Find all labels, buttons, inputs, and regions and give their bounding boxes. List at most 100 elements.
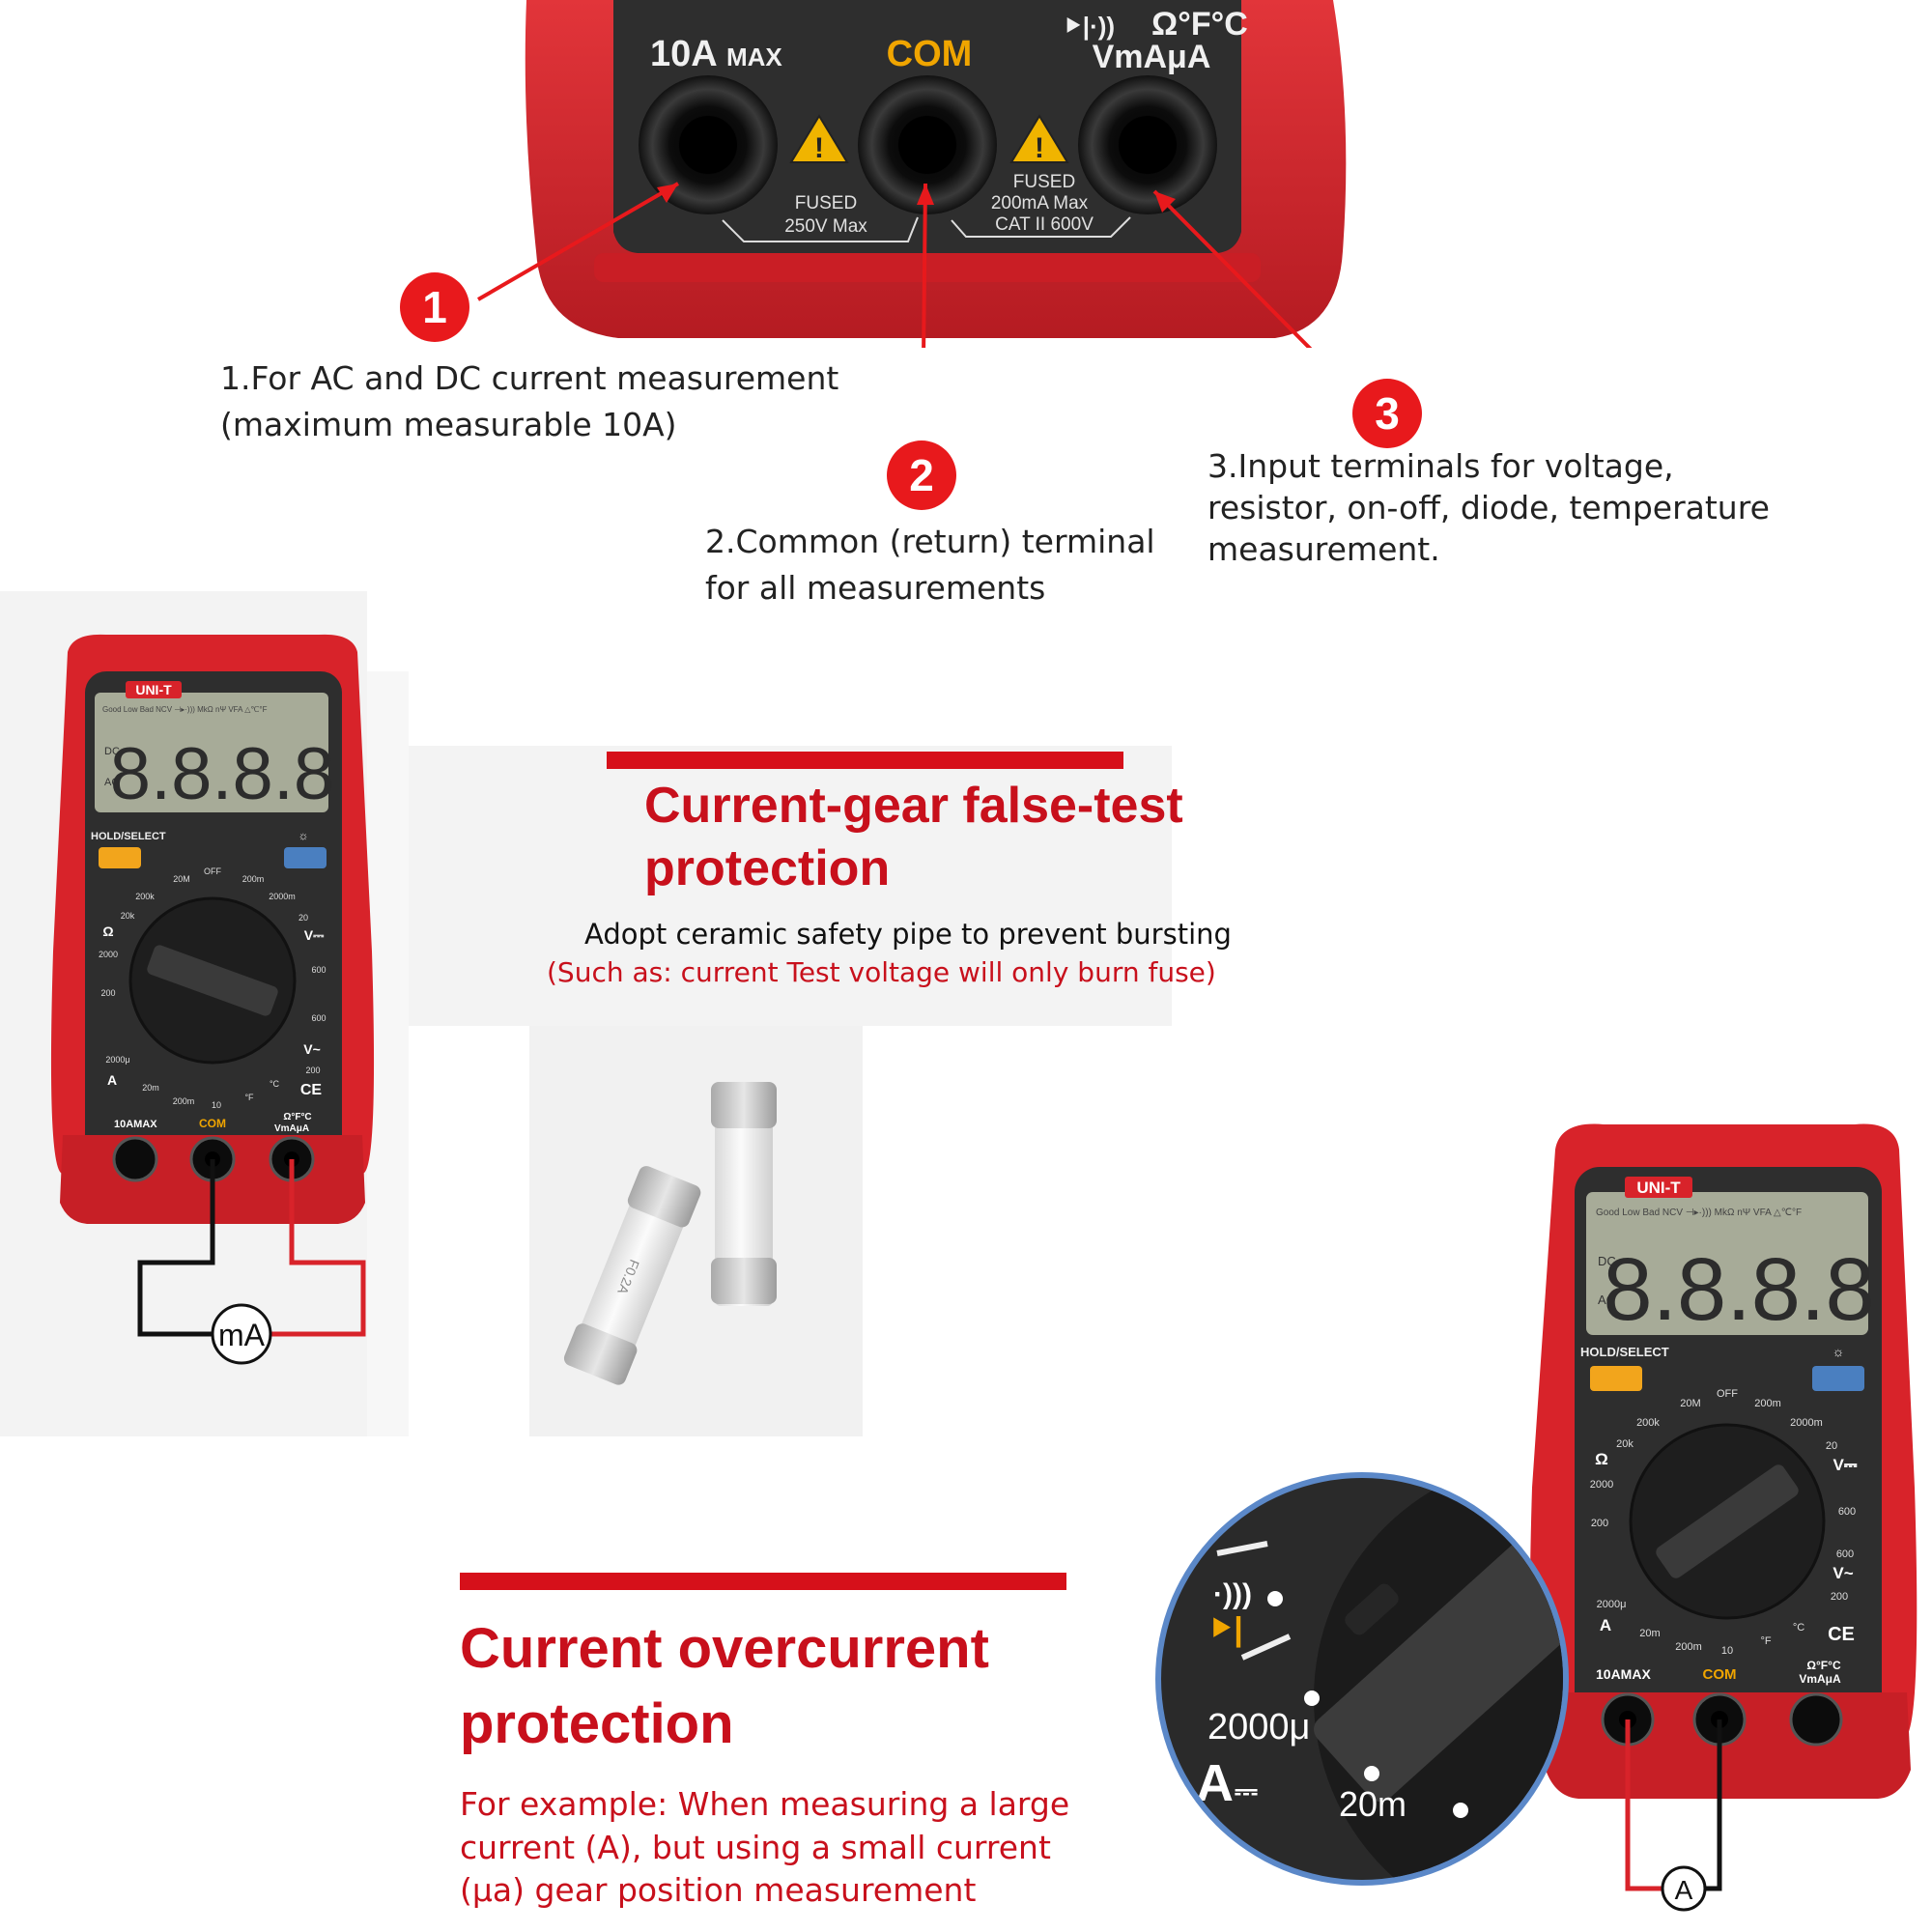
dial-v-dc-20: 20 (1826, 1440, 1837, 1452)
dial-20m-a: 20m (142, 1083, 159, 1093)
dial-10a: 10 (1721, 1645, 1733, 1657)
jack-v-small[interactable] (1789, 1692, 1843, 1747)
fuse-tilted: F0.2A (563, 1166, 701, 1385)
dial-off: OFF (204, 867, 221, 876)
brand-text: UNI-T (135, 682, 172, 697)
zoom-dot-3 (1364, 1766, 1379, 1781)
backlight-button[interactable] (284, 847, 327, 868)
red-lead (1625, 1719, 1662, 1891)
dial-pointer (147, 945, 278, 1016)
jack-label-right-2: VmAμA (274, 1123, 309, 1134)
fuse-tilted-cap-bottom (563, 1323, 638, 1385)
red-lead (267, 1159, 366, 1337)
heading-overcurrent-line-2: protection (460, 1692, 734, 1756)
dial-20m-ohm: 20M (1680, 1398, 1700, 1409)
jack-label-com: COM (1703, 1666, 1737, 1683)
dial-10a: 10 (212, 1100, 221, 1110)
milliammeter-symbol (211, 1303, 272, 1365)
callout-2-line-2: for all measurements (705, 568, 1046, 607)
label-right-line2: VmAμA (1093, 39, 1211, 75)
dial-v-ac: V~ (1833, 1564, 1853, 1582)
zoom-dial-pointer (1314, 1526, 1563, 1803)
lcd-dc: DC (1598, 1254, 1616, 1268)
terminal-panel-closeup: ! ! 10A MAX COM ⯈|·)) Ω°F°C VmAμA FUSED … (476, 0, 1347, 348)
panel-lip (594, 253, 1261, 282)
dial-v-dc-600: 600 (1838, 1506, 1856, 1518)
dial-200m-a: 200m (173, 1096, 195, 1106)
jack-10a-hole (679, 116, 737, 174)
jack-voltage-hole (1119, 116, 1177, 174)
zoom-dot-2 (1304, 1690, 1320, 1706)
ce-mark: CE (1828, 1624, 1855, 1645)
diode-icon: ⯈| (1208, 1611, 1243, 1648)
heading-false-test-line-2: protection (644, 840, 891, 896)
hold-select-button[interactable] (1590, 1366, 1642, 1391)
callout-3-line-3: measurement. (1208, 529, 1440, 568)
dial-c: °C (1793, 1622, 1804, 1634)
jack-com-hole (898, 116, 956, 174)
fuse-upright-cap-top (711, 1082, 777, 1128)
dial-v-dc: V⎓ (304, 927, 325, 943)
brand-badge (1625, 1177, 1692, 1198)
callout-badge-2: 2 (887, 440, 956, 510)
overcurrent-body-line-2: current (A), but using a small current (460, 1828, 1051, 1866)
dial-v-ac-600: 600 (311, 1013, 326, 1023)
zoom-dot-1 (1267, 1591, 1283, 1606)
dial-off: OFF (1717, 1388, 1738, 1400)
label-10a: 10A (650, 34, 718, 74)
hold-select-button[interactable] (99, 847, 141, 868)
callout-text-2: 2.Common (return) terminal for all measu… (705, 519, 1155, 611)
lcd-dc: DC (104, 746, 120, 757)
fused-left-2: 250V Max (784, 216, 867, 237)
bg-panel-heading (409, 746, 1172, 1026)
dial-200m-a: 200m (1675, 1641, 1702, 1653)
heading-bar-overcurrent (460, 1573, 1066, 1590)
lcd-screen (95, 693, 328, 812)
callout-3-line-1: 3.Input terminals for voltage, (1208, 447, 1674, 485)
arrow-2 (922, 183, 927, 348)
fuse-tilted-cap-top (627, 1166, 701, 1228)
label-right-line1: Ω°F°C (1151, 6, 1248, 43)
dial-200m-v: 200m (1754, 1398, 1781, 1409)
multimeter-right: UNI-T Good Low Bad NCV ⊣▸·))) MkΩ nΨ VFA… (1529, 1123, 1918, 1912)
jack-label-10a: 10AMAX (114, 1119, 157, 1130)
ammeter-symbol (1661, 1865, 1707, 1912)
fused-left-bracket (722, 216, 919, 242)
brand-badge (126, 681, 182, 698)
backlight-button[interactable] (1812, 1366, 1864, 1391)
dial-200m-v: 200m (242, 874, 265, 884)
overcurrent-body: For example: When measuring a large curr… (460, 1783, 1069, 1913)
ceramic-fuses-photo: F0.2A (563, 1082, 777, 1385)
fused-right-3: CAT II 600V (995, 214, 1094, 235)
lcd-ac: AC (104, 777, 119, 788)
backlight-icon: ☼ (1833, 1344, 1845, 1359)
zoom-tick-1 (1216, 1541, 1268, 1556)
lcd-screen (1586, 1192, 1868, 1335)
lcd-digits: 8.8.8.8 (110, 733, 334, 815)
false-test-subtitle: Adopt ceramic safety pipe to prevent bur… (584, 918, 1232, 951)
black-lead (137, 1159, 217, 1337)
heading-bar-false-test (607, 752, 1123, 769)
fuse-upright-body (715, 1084, 773, 1306)
jack-label-right-2: VmAμA (1799, 1672, 1841, 1686)
dial-c: °C (270, 1079, 280, 1089)
arrow-3-head (1154, 191, 1176, 213)
dial-2000u: 2000μ (105, 1055, 129, 1065)
dial-200k: 200k (1636, 1417, 1660, 1429)
jack-10a-small[interactable] (112, 1136, 158, 1182)
dial-200: 200 (1591, 1518, 1608, 1529)
continuity-icon: ·))) (1213, 1578, 1252, 1610)
dial-ohm: Ω (1595, 1450, 1608, 1468)
dial-zoom-bubble: ·))) ⯈| 2000μ A ⎓ 20m (1155, 1472, 1569, 1886)
dial-2000m: 2000m (1790, 1417, 1823, 1429)
dial-v-ac-200: 200 (305, 1065, 320, 1075)
dial-a: A (107, 1072, 117, 1088)
heading-overcurrent-line-1: Current overcurrent (460, 1617, 989, 1680)
lcd-ac: AC (1598, 1293, 1615, 1307)
dial-2000u: 2000μ (1597, 1599, 1627, 1610)
dial-20k: 20k (121, 911, 135, 921)
arrow-3 (1152, 189, 1313, 348)
black-lead (1706, 1719, 1722, 1891)
warning-icon-left (789, 114, 849, 163)
